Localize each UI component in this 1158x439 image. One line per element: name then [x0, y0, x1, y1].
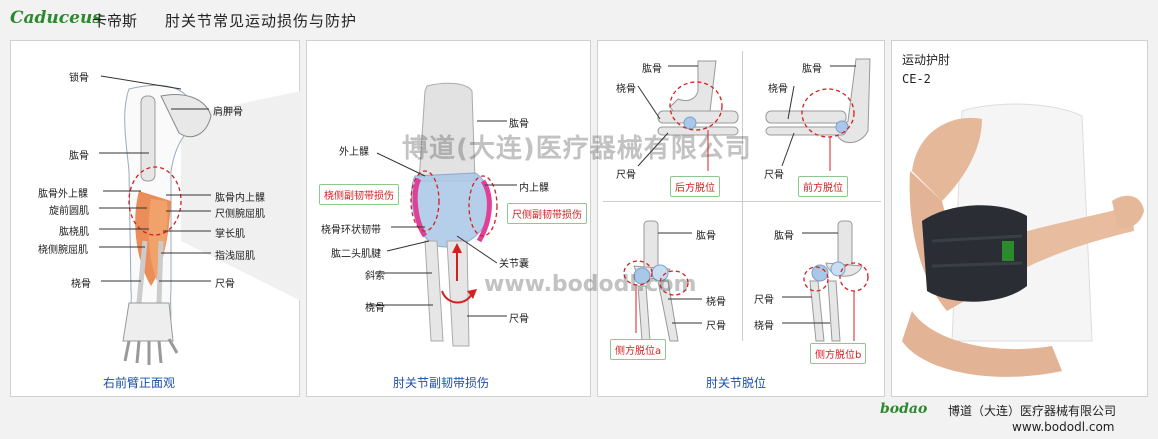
q1-label-humerus: 肱骨: [642, 64, 662, 75]
q2-label-humerus: 肱骨: [802, 64, 822, 75]
label-medial-epicondyle: 内上髁: [519, 183, 549, 194]
divider-vertical: [742, 51, 743, 341]
label-lateral-epicondyle: 外上髁: [339, 147, 369, 158]
label-annular-ligament: 桡骨环状韧带: [321, 225, 381, 236]
q4-label-humerus: 肱骨: [774, 231, 794, 242]
label-pronator: 旋前圆肌: [49, 206, 89, 217]
panel-forearm-anatomy: 锁骨 肩胛骨 肱骨 肱骨外上髁 旋前圆肌 肱桡肌 桡侧腕屈肌 桡骨 肱骨内上髁 …: [10, 40, 301, 397]
q2-tag-anterior: 前方脱位: [798, 176, 848, 197]
label-palmaris: 掌长肌: [215, 229, 245, 240]
label-radius: 桡骨: [365, 303, 385, 314]
watermark-company: 博道(大连)医疗器械有限公司: [402, 134, 752, 164]
header: Caduceus 卡帝斯 肘关节常见运动损伤与防护: [0, 0, 1158, 38]
brand-logo: Caduceus: [10, 8, 102, 28]
caption-dislocation: 肘关节脱位: [706, 376, 767, 390]
product-photo: [902, 99, 1144, 389]
label-ulna: 尺骨: [509, 314, 529, 325]
footer-url[interactable]: www.bododl.com: [1012, 420, 1115, 434]
watermark-url: www.bododl.com: [484, 272, 697, 297]
product-code: CE-2: [902, 72, 931, 86]
panel-product: 运动护肘 CE-2: [891, 40, 1148, 397]
footer-logo: bodao: [880, 401, 928, 417]
panel-dislocation: 肱骨 桡骨 尺骨 后方脱位 肱骨 桡骨 尺骨 前方脱位 肱骨 桡骨 尺骨 侧方脱…: [597, 40, 885, 397]
caption-forearm: 右前臂正面观: [103, 376, 176, 390]
label-ulna: 尺骨: [215, 279, 235, 290]
q2-label-radius: 桡骨: [768, 84, 788, 95]
label-lateral-epicondyle: 肱骨外上髁: [38, 189, 88, 200]
elbow-ligament-illustration: [367, 82, 517, 347]
label-biceps-tendon: 肱二头肌腱: [331, 249, 381, 260]
dislocation-illustrations: [623, 58, 871, 342]
q3-label-ulna: 尺骨: [706, 321, 726, 332]
forearm-illustration: [99, 75, 301, 365]
label-scapula: 肩胛骨: [213, 107, 243, 118]
product-name: 运动护肘: [902, 53, 951, 67]
q4-label-radius: 桡骨: [754, 321, 774, 332]
q3-tag-lateral-a: 侧方脱位a: [610, 339, 667, 360]
q3-label-radius: 桡骨: [706, 297, 726, 308]
label-medial-epicondyle: 肱骨内上髁: [215, 193, 265, 204]
tag-radial-ligament: 桡侧副韧带损伤: [319, 184, 399, 205]
page-title: 肘关节常见运动损伤与防护: [165, 12, 358, 30]
label-humerus: 肱骨: [509, 119, 529, 130]
q4-label-ulna: 尺骨: [754, 295, 774, 306]
panel-ligament-injury: 肱骨 外上髁 内上髁 桡侧副韧带损伤 尺侧副韧带损伤 桡骨环状韧带 肱二头肌腱 …: [306, 40, 591, 397]
q1-tag-posterior: 后方脱位: [670, 176, 720, 197]
q3-label-humerus: 肱骨: [696, 231, 716, 242]
label-oblique-cord: 斜索: [365, 271, 385, 282]
footer-company: 博道（大连）医疗器械有限公司: [948, 404, 1117, 418]
label-fcu: 尺侧腕屈肌: [215, 209, 265, 220]
label-brachioradialis: 肱桡肌: [59, 227, 89, 238]
label-ecr: 桡侧腕屈肌: [38, 245, 88, 256]
label-fds: 指浅屈肌: [215, 251, 255, 262]
divider-horizontal: [603, 201, 881, 202]
q1-label-radius: 桡骨: [616, 84, 636, 95]
q4-tag-lateral-b: 侧方脱位b: [810, 343, 867, 364]
q2-label-ulna: 尺骨: [764, 170, 784, 181]
label-clavicle: 锁骨: [69, 73, 89, 84]
label-bursa: 关节囊: [499, 259, 529, 270]
brand-name-cn: 卡帝斯: [92, 12, 138, 30]
label-humerus: 肱骨: [69, 151, 89, 162]
caption-ligament: 肘关节副韧带损伤: [393, 376, 490, 390]
tag-ulnar-ligament: 尺侧副韧带损伤: [507, 203, 587, 224]
q1-label-ulna: 尺骨: [616, 170, 636, 181]
label-radius: 桡骨: [71, 279, 91, 290]
